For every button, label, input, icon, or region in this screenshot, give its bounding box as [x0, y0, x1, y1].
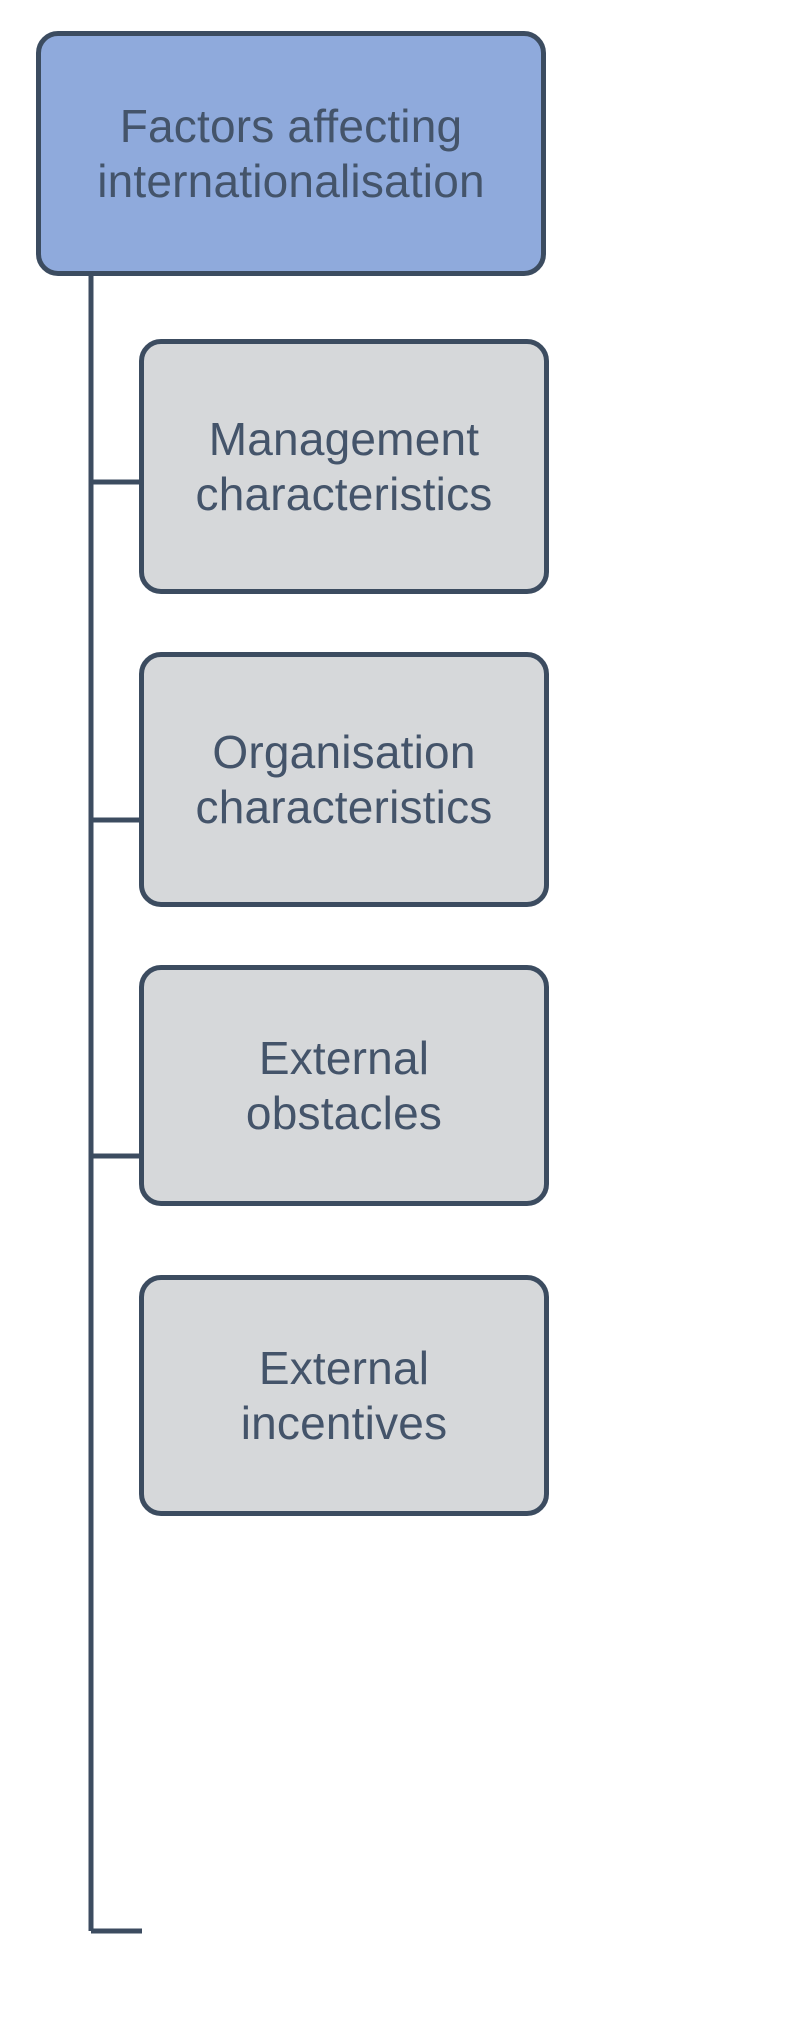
node-external-obstacles[interactable]: External obstacles — [139, 965, 549, 1206]
node-external-incentives[interactable]: External incentives — [139, 1275, 549, 1516]
node-organisation-characteristics[interactable]: Organisation characteristics — [139, 652, 549, 907]
node-factors-affecting-internationalisation[interactable]: Factors affecting internationalisation — [36, 31, 546, 276]
node-management-characteristics[interactable]: Management characteristics — [139, 339, 549, 594]
